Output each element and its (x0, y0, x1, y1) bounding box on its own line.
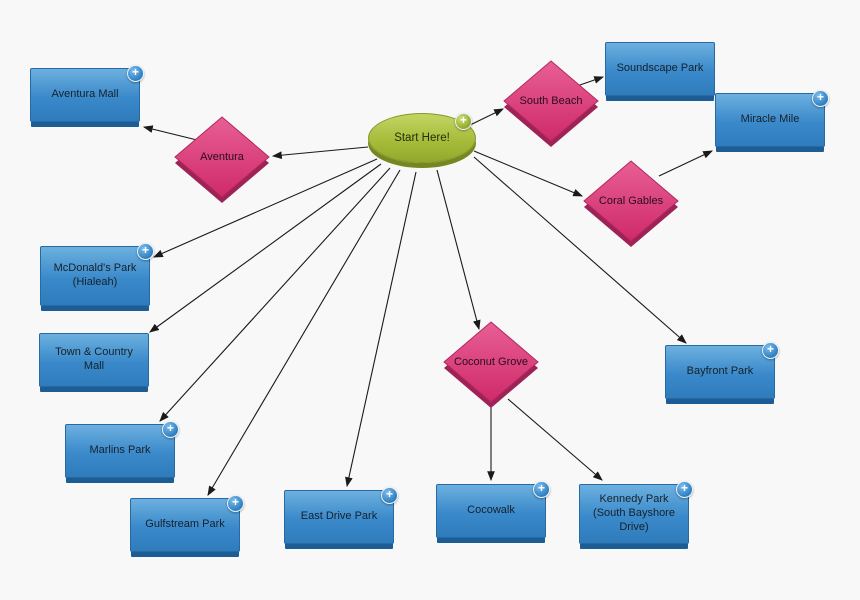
expand-icon[interactable]: + (676, 481, 693, 498)
connector-coconut-grove-kennedy-park (507, 398, 603, 481)
node-bayfront-park[interactable]: Bayfront Park + (665, 342, 779, 399)
node-label: Coconut Grove (454, 356, 528, 368)
connector-start-gulfstream-park (207, 169, 401, 496)
connector-start-coral-gables (473, 150, 584, 197)
expand-icon[interactable]: + (227, 495, 244, 512)
expand-icon[interactable]: + (455, 113, 472, 130)
node-coral-gables[interactable]: Coral Gables (581, 159, 681, 251)
node-label: Start Here! (394, 132, 450, 144)
node-town-country-mall[interactable]: Town & Country Mall (39, 333, 149, 387)
node-label: Aventura (200, 151, 244, 163)
node-coconut-grove[interactable]: Coconut Grove (441, 320, 541, 412)
node-start[interactable]: Start Here! + (368, 113, 476, 163)
node-label: Coral Gables (598, 195, 664, 207)
expand-icon[interactable]: + (162, 421, 179, 438)
node-label: Kennedy Park (South Bayshore Drive) (593, 493, 675, 533)
diamond-shape (503, 60, 599, 147)
node-aventura-mall[interactable]: Aventura Mall + (30, 65, 144, 122)
connector-start-town-country-mall (149, 163, 382, 333)
node-label: Gulfstream Park (145, 518, 225, 531)
expand-icon[interactable]: + (127, 65, 144, 82)
node-aventura[interactable]: Aventura (172, 115, 272, 207)
node-label: Town & Country Mall (55, 346, 133, 372)
diamond-shape (443, 321, 539, 408)
node-label: Marlins Park (89, 444, 151, 457)
connector-start-bayfront-park (473, 156, 687, 344)
node-soundscape-park[interactable]: Soundscape Park (605, 42, 715, 96)
node-east-drive-park[interactable]: East Drive Park + (284, 487, 398, 544)
diamond-shape (174, 116, 270, 203)
expand-icon[interactable]: + (762, 342, 779, 359)
node-miracle-mile[interactable]: Miracle Mile + (715, 90, 829, 147)
connector-start-marlins-park (159, 167, 391, 422)
node-mcdonalds-park[interactable]: McDonald's Park (Hialeah) + (40, 243, 154, 306)
expand-icon[interactable]: + (381, 487, 398, 504)
connector-start-aventura (271, 146, 369, 160)
node-south-beach[interactable]: South Beach (501, 59, 601, 151)
connector-start-south-beach (465, 108, 504, 128)
node-label: Soundscape Park (616, 62, 704, 75)
connector-start-mcdonalds-park (152, 158, 378, 258)
node-label: South Beach (519, 95, 583, 107)
connector-coral-gables-miracle-mile (658, 150, 713, 177)
connector-aventura-aventura-mall (142, 125, 198, 141)
connector-south-beach-soundscape-park (576, 76, 605, 87)
node-marlins-park[interactable]: Marlins Park + (65, 421, 179, 478)
node-cocowalk[interactable]: Cocowalk + (436, 481, 550, 538)
expand-icon[interactable]: + (812, 90, 829, 107)
connector-start-coconut-grove (436, 169, 481, 331)
node-label: East Drive Park (300, 510, 378, 523)
node-label: Miracle Mile (740, 113, 800, 126)
node-label: Aventura Mall (51, 88, 119, 101)
diamond-shape (583, 160, 679, 247)
node-label: Cocowalk (467, 504, 515, 517)
expand-icon[interactable]: + (137, 243, 154, 260)
node-label: McDonald's Park (Hialeah) (53, 262, 137, 288)
node-kennedy-park[interactable]: Kennedy Park (South Bayshore Drive) + (579, 481, 693, 544)
connector-start-east-drive-park (345, 171, 417, 488)
node-label: Bayfront Park (686, 365, 754, 378)
expand-icon[interactable]: + (533, 481, 550, 498)
node-gulfstream-park[interactable]: Gulfstream Park + (130, 495, 244, 552)
